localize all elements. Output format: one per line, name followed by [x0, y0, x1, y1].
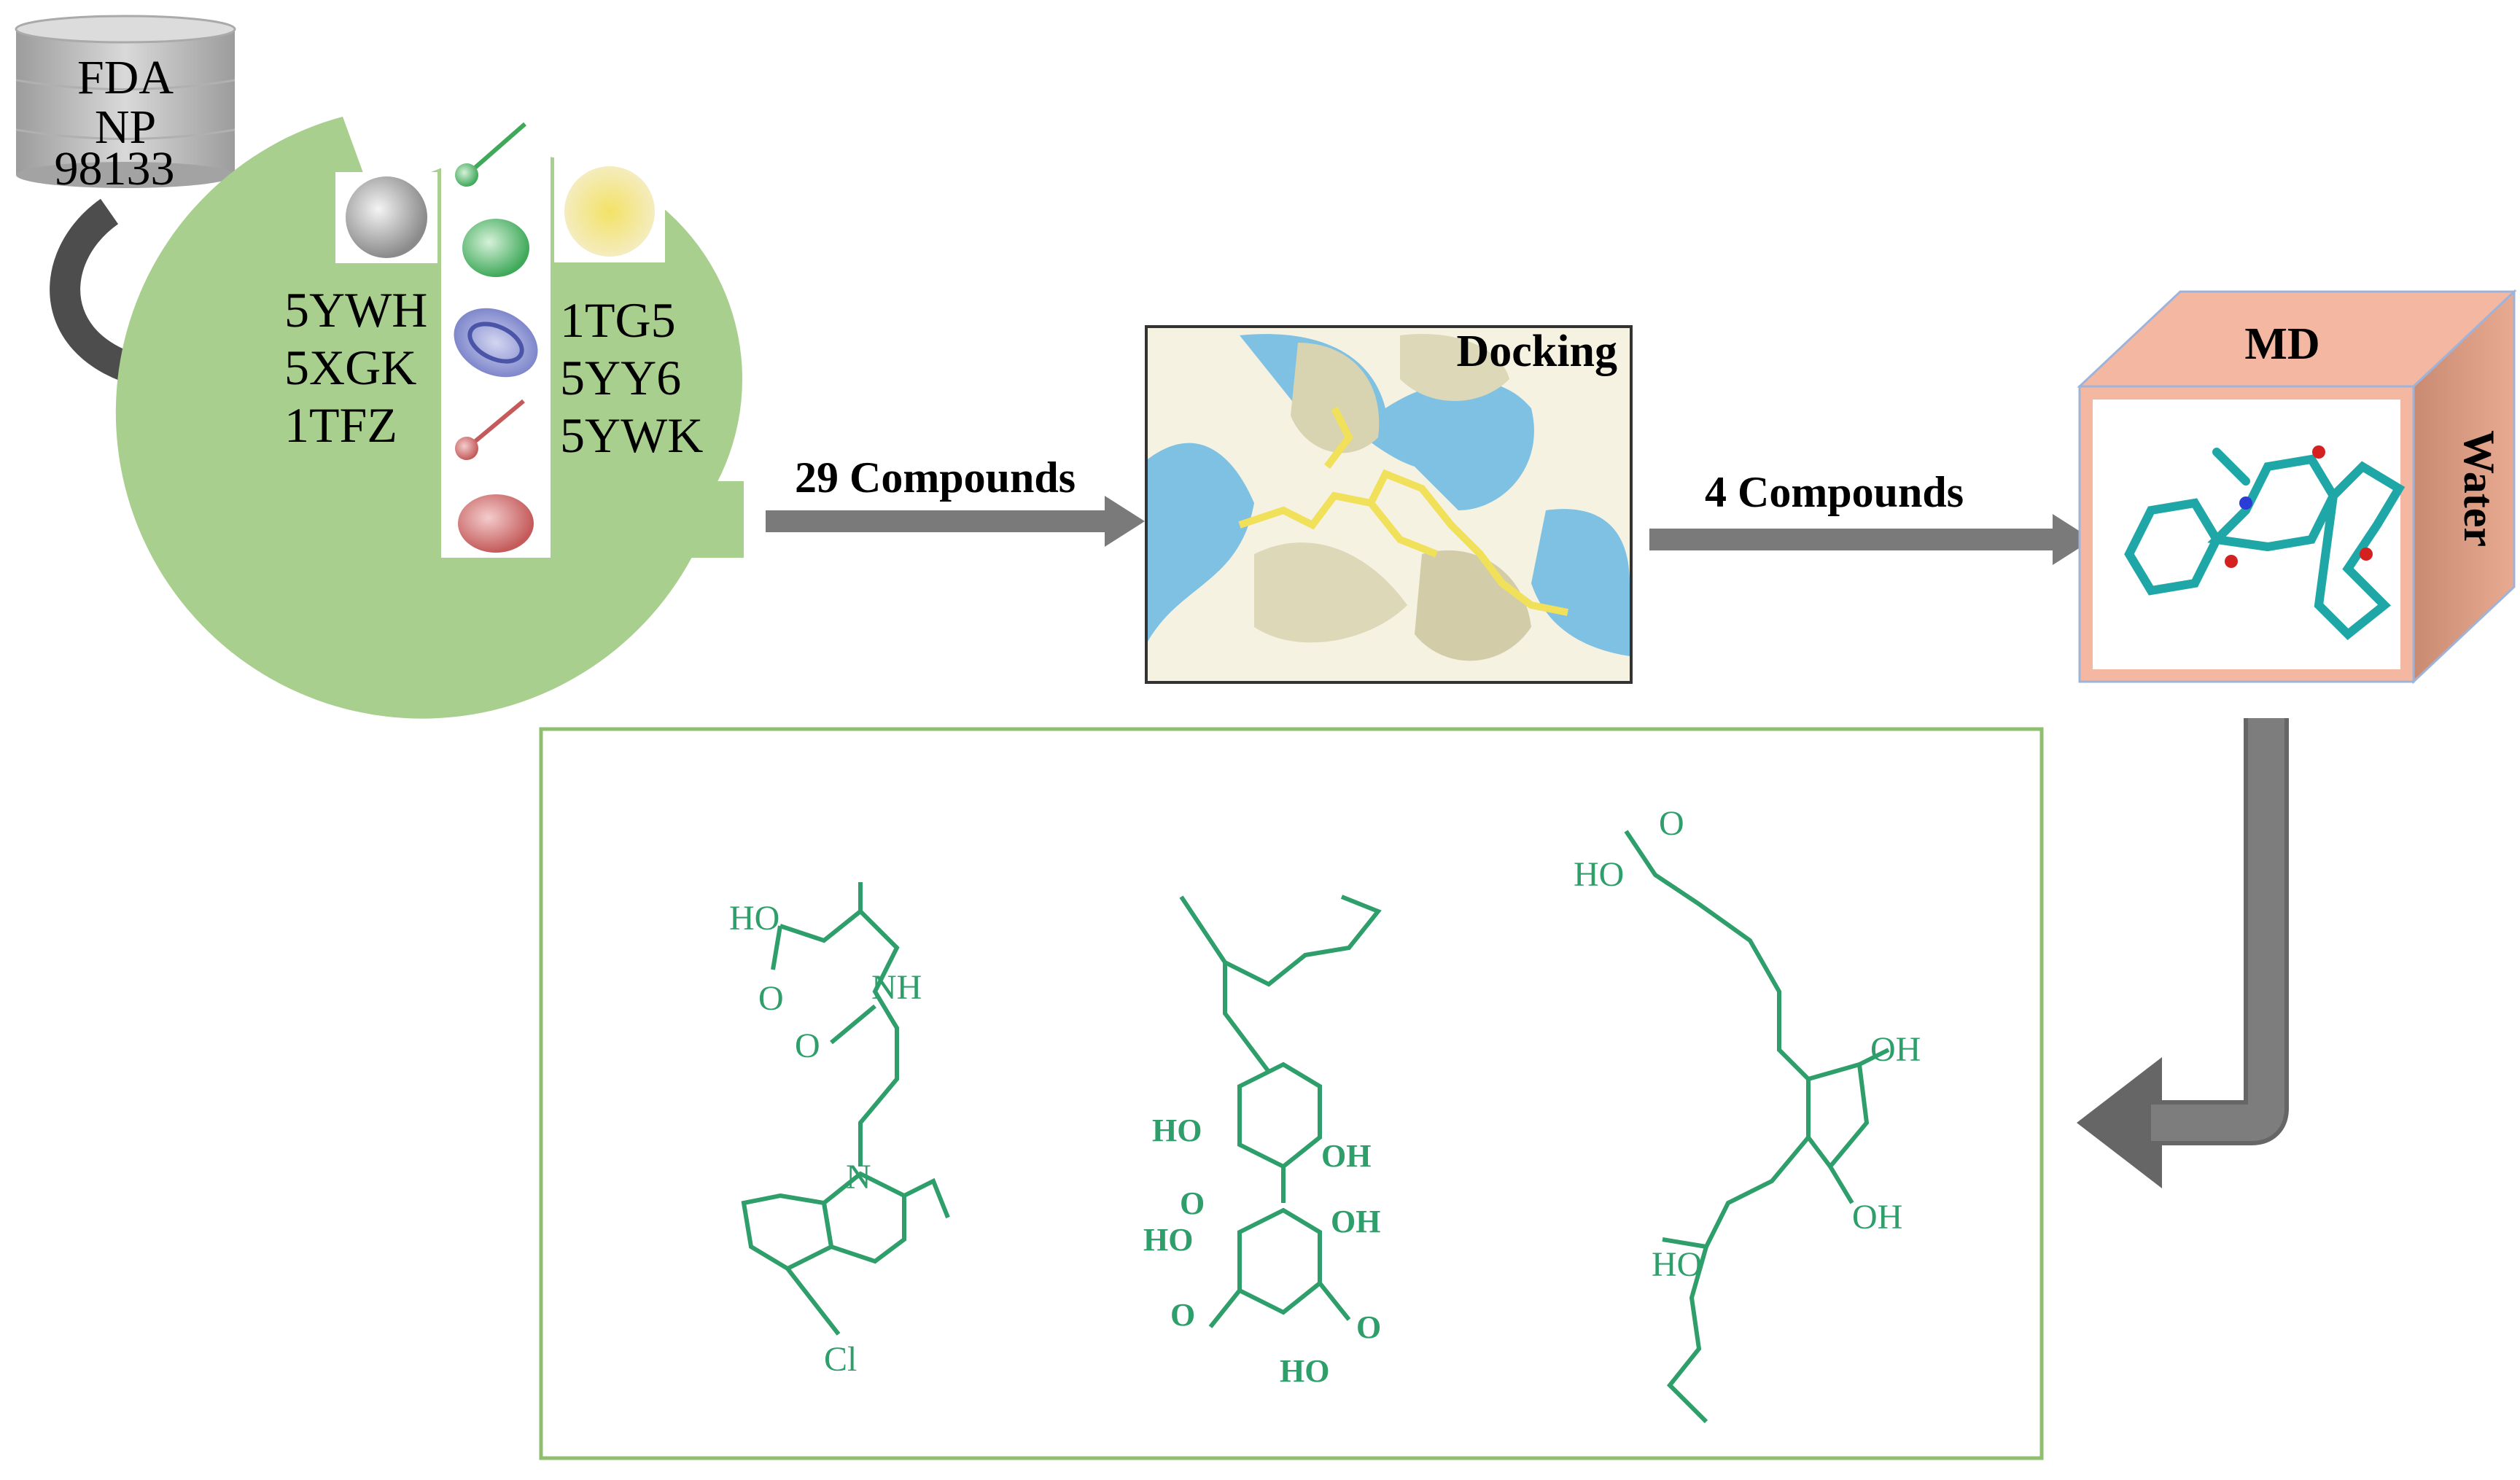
mol3-label: OH — [1870, 1030, 1921, 1069]
target-id: 5YY6 — [560, 350, 681, 405]
mol1-label: HO — [729, 899, 779, 938]
arrow-29-compounds: 29 Compounds — [766, 453, 1145, 547]
database-cylinder: FDA NP 98133 — [15, 15, 236, 195]
database-label: FDA — [77, 51, 174, 104]
mol3-label: HO — [1574, 855, 1624, 894]
return-arrow — [2077, 718, 2289, 1188]
target-id: 5YWK — [560, 408, 703, 463]
hits-box: HO O NH O N Cl HO OH O HO OH O O HO — [539, 727, 2044, 1460]
mol2-label: OH — [1321, 1138, 1371, 1174]
mol1-label: O — [795, 1027, 820, 1065]
md-molecule-atoms — [2225, 445, 2373, 568]
ligand-sticks — [1238, 406, 1568, 616]
targets-panel: 5YWH 5XGK 1TFZ 1TG5 5YY6 5YWK — [115, 113, 744, 719]
molecule-2 — [1179, 895, 1382, 1328]
arrow-label: 29 Compounds — [795, 453, 1076, 502]
mol3-label: HO — [1652, 1245, 1702, 1284]
arrow-label: 4 Compounds — [1705, 468, 1964, 516]
target-id: 5XGK — [284, 340, 416, 395]
docking-title: Docking — [1457, 327, 1617, 376]
protein-sphere-yellow-icon — [564, 166, 655, 257]
arrow-4-compounds: 4 Compounds — [1649, 468, 2093, 565]
mol3-label: O — [1659, 804, 1684, 843]
protein-shapes — [454, 122, 538, 553]
mol2-label: HO — [1280, 1353, 1329, 1389]
mol2-label: O — [1170, 1297, 1195, 1333]
molecule-3 — [1624, 830, 1890, 1424]
mol3-label: OH — [1852, 1198, 1902, 1236]
mol2-label: HO — [1152, 1113, 1202, 1148]
mol1-label: O — [758, 979, 784, 1018]
docking-panel: Docking — [1145, 325, 1633, 684]
target-id: 1TFZ — [284, 397, 397, 453]
mol2-label: OH — [1331, 1204, 1380, 1239]
mol1-label: N — [846, 1158, 871, 1196]
target-id: 1TG5 — [560, 292, 676, 348]
md-box: MD Water — [2077, 289, 2517, 685]
md-title: MD — [2244, 319, 2319, 369]
md-side-label: Water — [2455, 430, 2503, 547]
mol1-label: Cl — [824, 1340, 857, 1379]
mol2-label: O — [1356, 1309, 1381, 1345]
mol2-label: O — [1180, 1185, 1205, 1221]
protein-surface — [1148, 334, 1630, 661]
molecule-1 — [741, 882, 950, 1336]
target-id: 5YWH — [284, 282, 427, 338]
database-label: 98133 — [55, 142, 175, 195]
mol2-label: HO — [1143, 1222, 1193, 1258]
mol1-label: NH — [871, 968, 922, 1007]
database-label: NP — [95, 101, 156, 154]
protein-sphere-gray-icon — [346, 176, 427, 258]
